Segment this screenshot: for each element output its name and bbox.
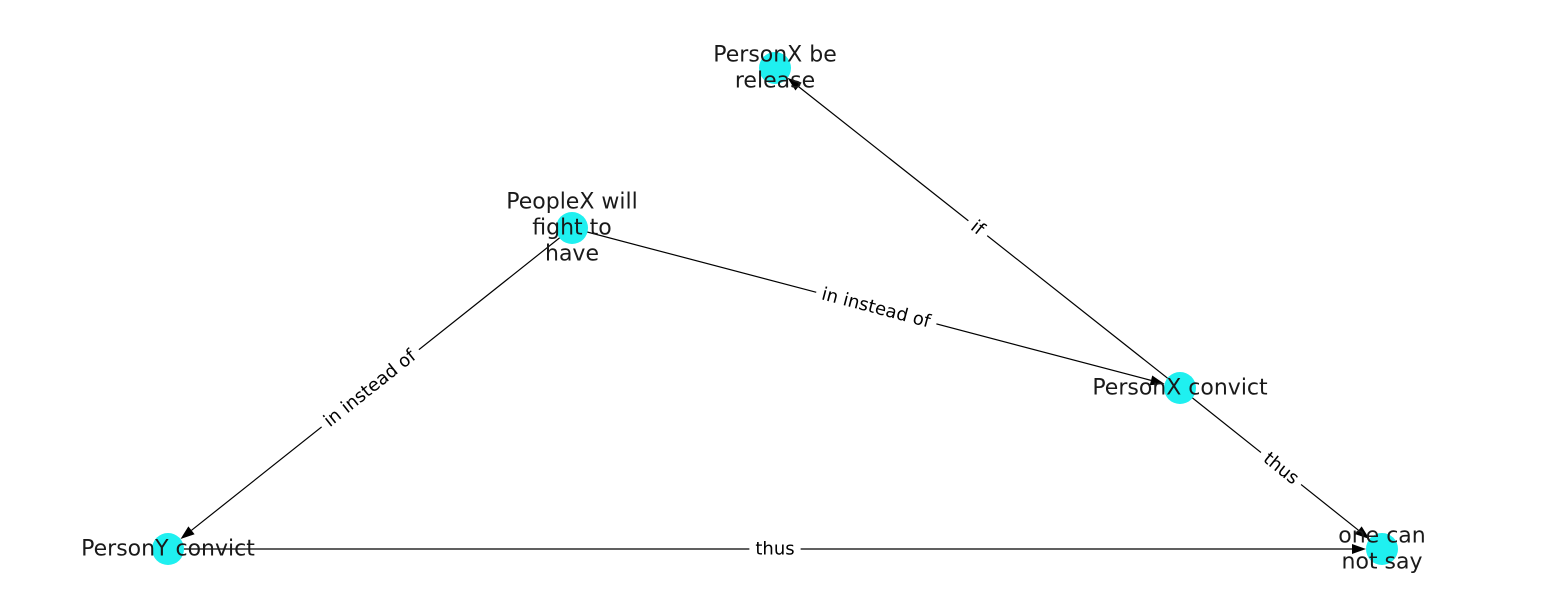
node-people-label-line: PeopleX will xyxy=(506,190,637,215)
edge-personx-to-release xyxy=(798,86,1181,389)
edge-persony-to-say-arrowhead xyxy=(1352,544,1366,554)
node-persony-circle xyxy=(152,533,184,565)
node-say-circle xyxy=(1366,533,1398,565)
node-say-label-line: one can xyxy=(1338,524,1425,549)
edges-layer xyxy=(168,77,1370,554)
edge-people-to-personx-label-group: in instead of xyxy=(813,280,940,336)
edge-people-to-persony-label: in instead of xyxy=(320,345,421,431)
node-release-label-line: release xyxy=(735,69,815,94)
edge-people-to-personx-arrowhead xyxy=(1149,375,1165,386)
node-personx-label: PersonX convict xyxy=(1092,376,1268,401)
edge-personx-to-release-label-bg xyxy=(960,210,995,246)
node-say-label-line: not say xyxy=(1342,550,1423,575)
node-people-circle xyxy=(556,212,588,244)
edge-people-to-persony-label-group: in instead of xyxy=(313,339,427,437)
node-people-label-line: fight to xyxy=(532,216,611,241)
node-persony-label-line: PersonY convict xyxy=(81,537,255,562)
edge-personx-to-say-label-group: thus xyxy=(1253,442,1309,495)
edge-persony-to-say-label: thus xyxy=(755,539,794,560)
nodes-layer xyxy=(152,52,1398,565)
edge-people-to-persony-label-bg xyxy=(313,339,427,437)
node-release-label-line: PersonX be xyxy=(713,43,837,68)
node-persony-label: PersonY convict xyxy=(81,537,255,562)
edge-people-to-persony-arrowhead xyxy=(180,526,195,540)
edge-people-to-personx-label-bg xyxy=(813,280,940,336)
node-personx-label-line: PersonX convict xyxy=(1092,376,1268,401)
edge-personx-to-say-label-bg xyxy=(1253,442,1309,495)
edge-personx-to-release-arrowhead xyxy=(787,77,802,91)
node-personx-circle xyxy=(1164,372,1196,404)
edge-persony-to-say-label-bg xyxy=(749,536,801,562)
node-people-label-line: have xyxy=(545,242,599,267)
edge-people-to-personx-label: in instead of xyxy=(819,284,933,333)
edge-personx-to-release-label-group: if xyxy=(960,210,995,246)
edge-personx-to-say-arrowhead xyxy=(1355,526,1370,540)
edge-persony-to-say-label-group: thus xyxy=(749,536,801,562)
node-release-circle xyxy=(759,52,791,84)
